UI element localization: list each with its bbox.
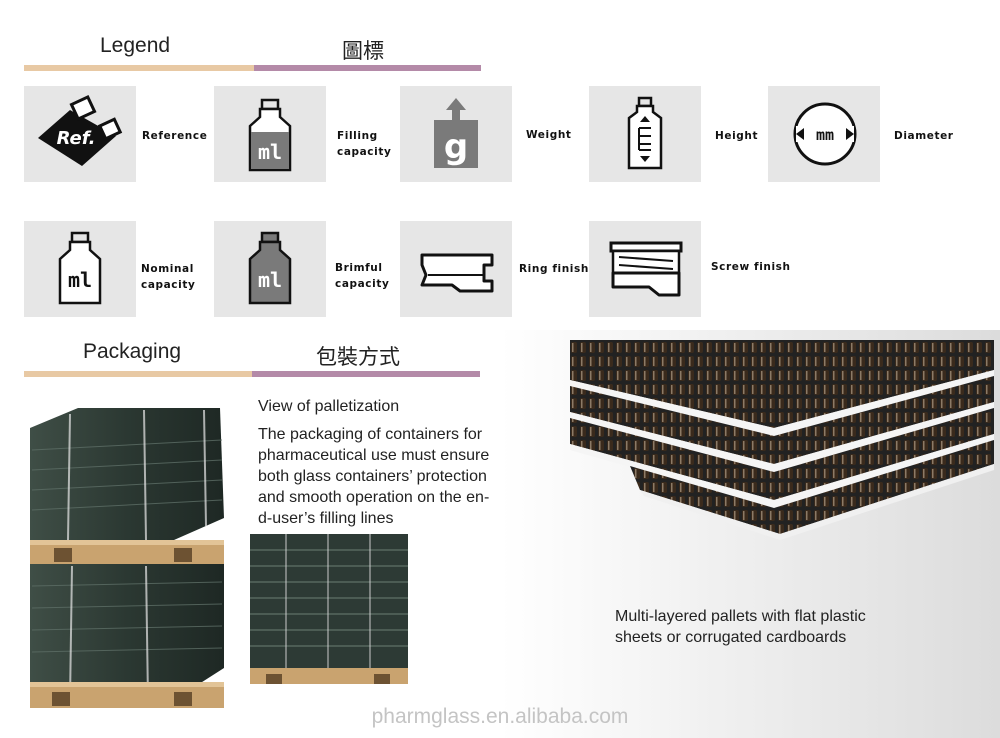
diameter-icon: mm <box>768 86 880 182</box>
ring-finish-label: Ring finish <box>519 263 589 275</box>
multi-layer-caption: Multi-layered pallets with flat plastic … <box>615 608 866 646</box>
packaging-title: Packaging <box>83 340 182 363</box>
weight-label: Weight <box>526 129 572 141</box>
reference-label: Reference <box>142 130 208 142</box>
screw-finish-label: Screw finish <box>711 261 791 273</box>
legend-title: Legend <box>100 34 171 57</box>
height-icon <box>589 86 701 182</box>
packaging-bar-right <box>252 371 480 377</box>
legend-bar-right <box>254 65 481 71</box>
nominal-capacity-icon: ml <box>24 221 136 317</box>
svg-text:g: g <box>444 127 468 167</box>
ring-finish-icon <box>400 221 512 317</box>
svg-text:Ref.: Ref. <box>57 128 96 149</box>
packaging-title-cn: 包裝方式 <box>316 345 400 369</box>
weight-icon: g <box>400 86 512 182</box>
diameter-label: Diameter <box>894 130 954 142</box>
svg-text:mm: mm <box>816 126 834 144</box>
packaging-bar-left <box>24 371 252 377</box>
pallet-stack-photo <box>30 408 224 708</box>
height-label: Height <box>715 130 759 142</box>
multi-layer-pallet-photo <box>570 340 994 540</box>
legend-title-cn: 圖標 <box>342 39 384 63</box>
filling-capacity-label: Filling capacity <box>337 130 392 158</box>
brimful-capacity-label: Brimful capacity <box>335 262 390 290</box>
svg-text:ml: ml <box>258 268 282 292</box>
packaging-body: The packaging of containers for pharmace… <box>258 426 490 527</box>
filling-capacity-icon: ml <box>214 86 326 182</box>
legend-bar-left <box>24 65 254 71</box>
screw-finish-icon <box>589 221 701 317</box>
svg-text:ml: ml <box>258 140 282 164</box>
packaging-subtitle: View of palletization <box>258 398 400 415</box>
svg-text:ml: ml <box>68 268 92 292</box>
single-pallet-photo <box>250 534 408 684</box>
brimful-capacity-icon: ml <box>214 221 326 317</box>
reference-icon: Ref. <box>24 86 136 182</box>
footer-watermark: pharmglass.en.alibaba.com <box>371 705 629 728</box>
nominal-capacity-label: Nominal capacity <box>141 263 196 291</box>
